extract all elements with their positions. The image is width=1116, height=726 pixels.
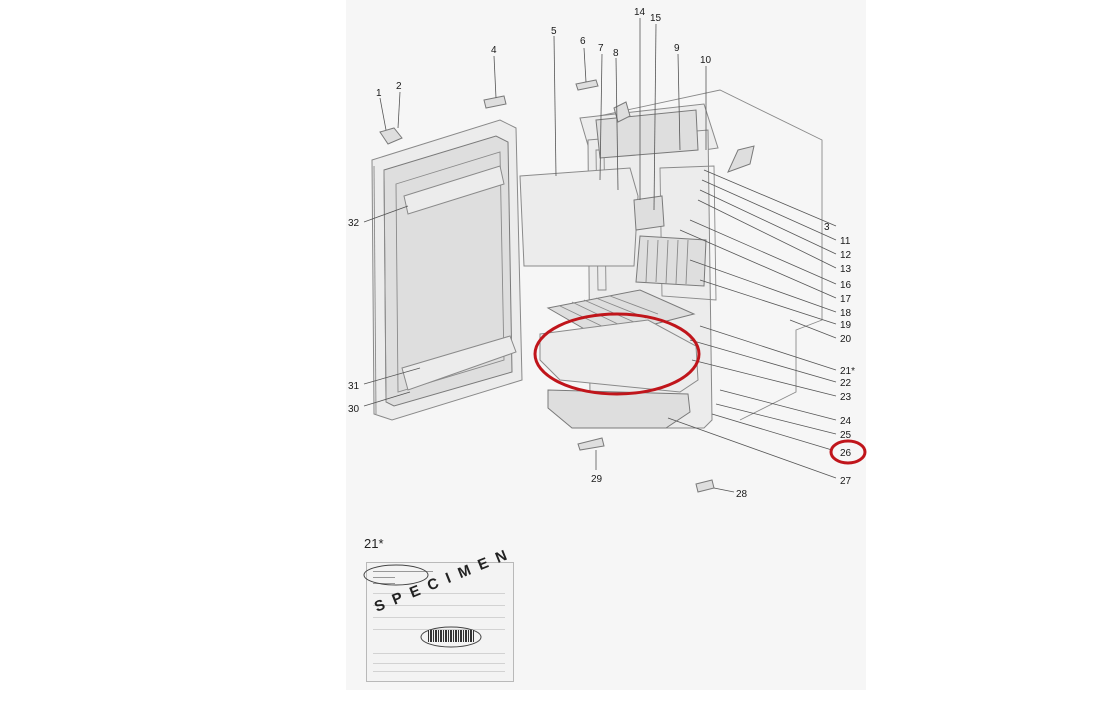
callout-32: 32 [348, 218, 360, 229]
callout-9: 9 [674, 43, 680, 54]
callout-18: 18 [840, 308, 852, 319]
callout-14: 14 [634, 7, 646, 18]
callout-1: 1 [376, 88, 382, 99]
cabinet-assembly [519, 79, 823, 493]
highlight-ellipse-crisper [533, 312, 701, 396]
callout-26: 26 [840, 448, 852, 459]
callout-12: 12 [840, 250, 852, 261]
callout-27: 27 [840, 476, 852, 487]
callout-13: 13 [840, 264, 852, 275]
callout-21: 21* [840, 366, 855, 377]
callout-7: 7 [598, 43, 604, 54]
barcode-outline [420, 626, 482, 648]
hinge-top [379, 127, 403, 145]
callout-15: 15 [650, 13, 662, 24]
callout-23: 23 [840, 392, 852, 403]
evaporator-cover [519, 167, 639, 267]
callout-3: 3 [824, 222, 830, 233]
hinge-part-4 [483, 95, 507, 109]
callout-11: 11 [840, 236, 851, 247]
rating-label-reference: 21* [364, 536, 384, 551]
leader-lines [363, 18, 837, 493]
rating-label-card [366, 562, 514, 682]
callout-16: 16 [840, 280, 852, 291]
callout-30: 30 [348, 404, 360, 415]
callout-24: 24 [840, 416, 852, 427]
callout-8: 8 [613, 48, 619, 59]
barcode-graphic [428, 630, 474, 642]
crisper-drawer [539, 319, 699, 393]
callout-29: 29 [591, 474, 603, 485]
callout-28: 28 [736, 489, 748, 500]
callout-2: 2 [396, 81, 402, 92]
callout-5: 5 [551, 26, 557, 37]
callout-17: 17 [840, 294, 852, 305]
door-assembly [371, 95, 523, 421]
callout-4: 4 [491, 45, 497, 56]
callout-6: 6 [580, 36, 586, 47]
callout-25: 25 [840, 430, 852, 441]
crisper-tray [547, 389, 691, 429]
callout-20: 20 [840, 334, 852, 345]
callout-10: 10 [700, 55, 712, 66]
callout-31: 31 [348, 381, 360, 392]
callout-labels: 1 2 3 4 5 6 7 8 9 10 11 12 13 14 15 16 1… [348, 7, 855, 500]
model-field-outline [363, 564, 429, 586]
callout-22: 22 [840, 378, 852, 389]
callout-19: 19 [840, 320, 852, 331]
highlight-ellipse-26 [829, 439, 867, 465]
